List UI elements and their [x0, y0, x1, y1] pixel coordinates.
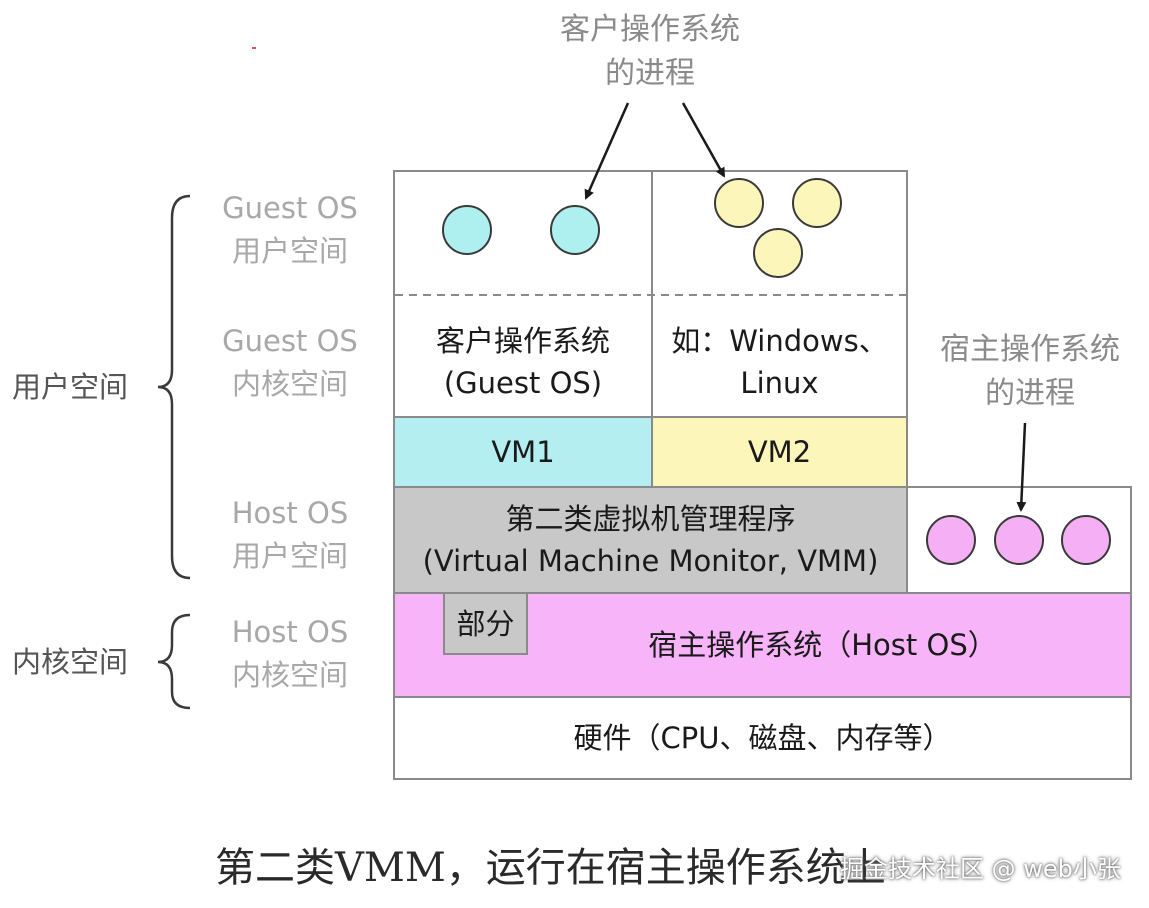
arrow-to-cyan-process: [584, 102, 630, 200]
host-user-space-label: Host OS 用户空间: [205, 492, 375, 578]
guest-os-left-line2: (Guest OS): [443, 366, 603, 400]
vmm-box: 第二类虚拟机管理程序 (Virtual Machine Monitor, VMM…: [393, 486, 908, 594]
guest-kernel-space-label-line1: Guest OS: [222, 324, 358, 358]
vm2-label: VM2: [747, 435, 812, 469]
partial-box: 部分: [443, 592, 528, 655]
guest-kernel-space-label-line2: 内核空间: [231, 367, 348, 401]
guest-os-left-line1: 客户操作系统: [435, 324, 610, 358]
guest-os-right-line1: 如：Windows、: [671, 324, 888, 358]
host-user-space-label-line2: 用户空间: [231, 539, 348, 573]
vm1-label: VM1: [491, 435, 555, 469]
vm2-box: VM2: [651, 416, 908, 488]
kernel-space-brace: [157, 613, 191, 710]
yellow-process-2: [792, 178, 842, 228]
guest-kernel-space-label: Guest OS 内核空间: [205, 320, 375, 406]
yellow-process-3: [753, 228, 803, 278]
arrow-to-yellow-process: [681, 102, 726, 178]
guest-user-space-label: Guest OS 用户空间: [205, 187, 375, 273]
vm1-box: VM1: [393, 416, 653, 488]
yellow-process-1: [714, 178, 764, 228]
vmm-line1: 第二类虚拟机管理程序: [505, 502, 796, 536]
cyan-process-2: [550, 205, 600, 255]
guest-os-right-box: 如：Windows、 Linux: [651, 294, 908, 418]
host-user-space-label-line1: Host OS: [231, 496, 349, 530]
pink-process-2: [994, 515, 1044, 565]
diagram-caption: 第二类VMM，运行在宿主操作系统上: [215, 845, 886, 891]
pink-process-3: [1061, 515, 1111, 565]
arrow-to-pink-process: [1016, 422, 1027, 512]
cyan-process-1: [442, 205, 492, 255]
watermark: 掘金技术社区 @ web小张: [840, 855, 1121, 883]
vmm-line2: (Virtual Machine Monitor, VMM): [422, 544, 879, 578]
guest-user-space-label-line1: Guest OS: [222, 191, 358, 225]
kernel-space-label: 内核空间: [12, 645, 129, 679]
user-space-brace: [157, 194, 191, 580]
host-kernel-space-label: Host OS 内核空间: [205, 611, 375, 697]
guest-user-space-label-line2: 用户空间: [231, 234, 348, 268]
guest-process-annotation-line2: 的进程: [605, 56, 695, 91]
partial-label: 部分: [456, 606, 515, 641]
host-kernel-space-label-line1: Host OS: [231, 615, 349, 649]
host-kernel-space-label-line2: 内核空间: [231, 658, 348, 692]
guest-user-space-cell-right: [651, 170, 908, 296]
guest-process-annotation-line1: 客户操作系统: [560, 12, 740, 47]
hardware-label: 硬件（CPU、磁盘、内存等）: [573, 721, 952, 755]
host-process-annotation: 宿主操作系统 的进程: [910, 328, 1149, 416]
host-process-annotation-line2: 的进程: [985, 376, 1075, 411]
user-space-label: 用户空间: [12, 370, 129, 404]
guest-os-right-line2: Linux: [740, 366, 819, 400]
host-os-label: 宿主操作系统（Host OS）: [648, 628, 997, 662]
hardware-box: 硬件（CPU、磁盘、内存等）: [393, 696, 1132, 780]
pink-process-1: [926, 515, 976, 565]
guest-process-annotation: 客户操作系统 的进程: [530, 8, 770, 96]
host-process-annotation-line1: 宿主操作系统: [940, 332, 1120, 367]
